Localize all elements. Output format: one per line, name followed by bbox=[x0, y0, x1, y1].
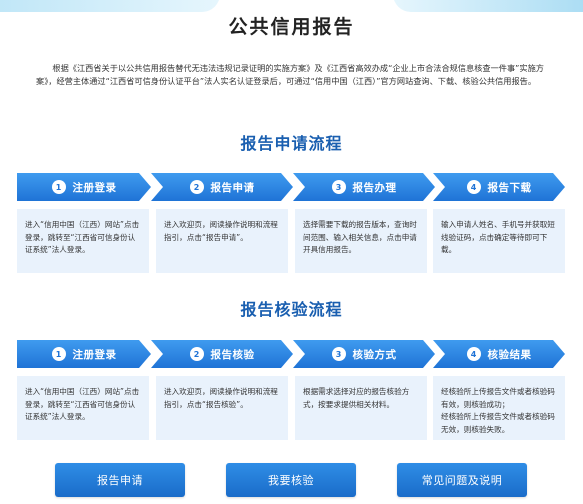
step-number-badge: 3 bbox=[332, 347, 346, 361]
step-label: 核验方式 bbox=[352, 348, 397, 361]
apply-step-2-description: 进入欢迎页，阅读操作说明和流程指引，点击“报告申请”。 bbox=[156, 209, 288, 273]
decor-bar-left bbox=[0, 0, 220, 12]
step-number-badge: 4 bbox=[467, 347, 481, 361]
step-number-badge: 1 bbox=[52, 180, 66, 194]
verify-section-title: 报告核验流程 bbox=[240, 300, 343, 319]
step-label: 报告办理 bbox=[352, 181, 397, 194]
step-label: 报告申请 bbox=[210, 181, 255, 194]
verify-steps: 1 注册登录 2 报告核验 3 核验方式 4 核验结果 bbox=[17, 340, 565, 368]
step-label: 注册登录 bbox=[72, 348, 117, 361]
apply-steps: 1 注册登录 2 报告申请 3 报告办理 4 报告下载 bbox=[17, 173, 565, 201]
apply-step-3: 3 报告办理 bbox=[293, 173, 435, 201]
report-apply-button[interactable]: 报告申请 bbox=[55, 463, 185, 497]
step-number-badge: 4 bbox=[467, 180, 481, 194]
page-title: 公共信用报告 bbox=[228, 16, 355, 38]
verify-step-3: 3 核验方式 bbox=[293, 340, 435, 368]
step-label: 注册登录 bbox=[72, 181, 117, 194]
apply-step-1-description: 进入“信用中国（江西）网站”点击登录，跳转至“江西省可信身份认证系统”法人登录。 bbox=[17, 209, 149, 273]
decor-bar-right bbox=[393, 0, 583, 12]
faq-button[interactable]: 常见问题及说明 bbox=[397, 463, 527, 497]
apply-section-title: 报告申请流程 bbox=[240, 134, 343, 153]
apply-step-3-description: 选择需要下载的报告版本，查询时间范围、输入相关信息，点击申请开具信用报告。 bbox=[295, 209, 427, 273]
verify-step-2: 2 报告核验 bbox=[151, 340, 293, 368]
apply-step-4: 4 报告下载 bbox=[433, 173, 565, 201]
verify-step-1-description: 进入“信用中国（江西）网站”点击登录，跳转至“江西省可信身份认证系统”法人登录。 bbox=[17, 376, 149, 440]
step-number-badge: 2 bbox=[190, 180, 204, 194]
apply-step-4-description: 输入申请人姓名、手机号并获取短线验证码，点击确定等待即可下载。 bbox=[433, 209, 565, 273]
step-number-badge: 2 bbox=[190, 347, 204, 361]
step-label: 报告核验 bbox=[210, 348, 255, 361]
verify-step-4-description: 经核验所上传报告文件或者核验码有效，则核验成功； 经核验所上传报告文件或者核验码… bbox=[433, 376, 565, 440]
verify-step-3-description: 根据需求选择对应的报告核验方式，按要求提供相关材料。 bbox=[295, 376, 427, 440]
verify-step-2-description: 进入欢迎页，阅读操作说明和流程指引，点击“报告核验”。 bbox=[156, 376, 288, 440]
step-label: 报告下载 bbox=[487, 181, 532, 194]
verify-step-1: 1 注册登录 bbox=[17, 340, 151, 368]
intro-paragraph: 根据《江西省关于以公共信用报告替代无违法违规记录证明的实施方案》及《江西省高效办… bbox=[36, 63, 544, 86]
step-label: 核验结果 bbox=[487, 348, 532, 361]
top-decoration bbox=[0, 0, 583, 22]
step-number-badge: 3 bbox=[332, 180, 346, 194]
apply-step-1: 1 注册登录 bbox=[17, 173, 151, 201]
verify-step-4: 4 核验结果 bbox=[433, 340, 565, 368]
verify-report-button[interactable]: 我要核验 bbox=[226, 463, 356, 497]
apply-step-2: 2 报告申请 bbox=[151, 173, 293, 201]
step-number-badge: 1 bbox=[52, 347, 66, 361]
